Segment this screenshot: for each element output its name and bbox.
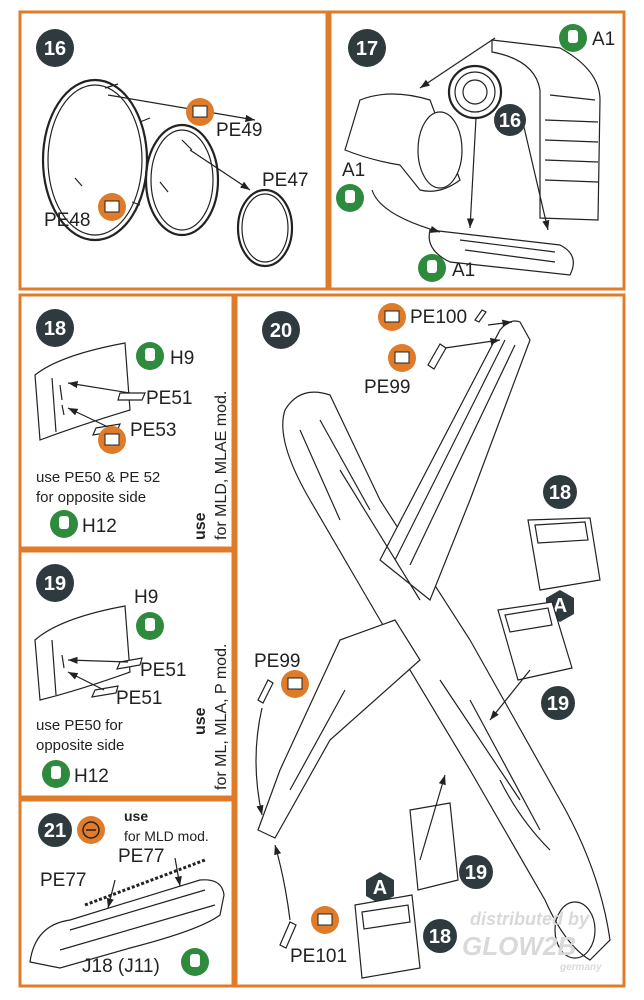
step-20-panel: 20 PE1 [254, 303, 611, 979]
part-label-pe49: PE49 [216, 120, 262, 141]
step-18-panel: 18 H9 PE51 PE53 use PE50 & PE 52 for opp… [34, 309, 230, 540]
variant-use-text: for MLD, MLAE mod. [213, 391, 230, 540]
use-word: use [192, 512, 209, 540]
svg-text:18: 18 [44, 318, 66, 340]
use-word: use [124, 808, 148, 824]
step-18-badge: 18 [36, 309, 74, 347]
step-16-panel: 16 PE49 PE47 [36, 29, 308, 268]
photo-etch-part-icon [311, 906, 339, 934]
step-18-reference-badge: 18 [423, 919, 457, 953]
part-label-pe100: PE100 [410, 307, 467, 328]
access-panel-part [34, 342, 131, 441]
photo-etch-part-icon [98, 426, 126, 454]
paint-color-icon [559, 24, 587, 52]
svg-text:GLOW2B: GLOW2B [462, 931, 576, 961]
photo-etch-part-icon [281, 670, 309, 698]
part-label-pe77-second: PE77 [40, 870, 86, 891]
part-label-pe51-second: PE51 [116, 688, 162, 709]
part-label-pe47: PE47 [262, 170, 308, 191]
step-17-badge: 17 [348, 29, 386, 67]
svg-text:16: 16 [499, 110, 521, 132]
svg-text:18: 18 [549, 482, 571, 504]
step-18-reference-badge: 18 [543, 475, 577, 509]
paint-label-h12: H12 [82, 516, 117, 537]
svg-text:A: A [373, 877, 387, 899]
aircraft-fuselage-drawing [257, 320, 611, 961]
svg-text:21: 21 [44, 820, 66, 842]
part-label-pe77: PE77 [118, 846, 164, 867]
svg-text:16: 16 [44, 38, 66, 60]
step-21-panel: 21 use for MLD mod. PE77 PE77 J18 (J11) [29, 808, 225, 977]
note-line-2: opposite side [36, 737, 124, 754]
photo-etch-part-icon [186, 98, 214, 126]
upper-shell-part [491, 39, 601, 221]
small-ring-part [236, 188, 294, 268]
middle-ring-part [144, 123, 220, 237]
step-19-reference-badge: 19 [541, 686, 575, 720]
paint-color-icon [136, 342, 164, 370]
paint-color-icon [418, 254, 446, 282]
step-20-badge: 20 [262, 311, 300, 349]
photo-etch-part-icon [378, 303, 406, 331]
paint-color-icon [42, 760, 70, 788]
grille-disc-part [447, 64, 503, 120]
intake-cylinder-part [344, 93, 463, 192]
variant-use-text: for ML, MLA, P mod. [213, 644, 230, 790]
paint-color-icon [50, 510, 78, 538]
svg-text:A: A [553, 595, 567, 617]
svg-text:germany: germany [559, 962, 602, 973]
paint-color-icon [136, 612, 164, 640]
large-ring-part [41, 78, 151, 242]
variant-use-text: for MLD mod. [124, 828, 209, 844]
step-17-panel: 17 [336, 24, 615, 282]
canopy-rail-part [29, 879, 225, 969]
part-label-pe48: PE48 [44, 210, 90, 231]
note-line-1: use PE50 for [36, 717, 123, 734]
panel-frames [18, 10, 626, 988]
paint-color-icon [336, 184, 364, 212]
svg-text:18: 18 [429, 926, 451, 948]
svg-text:distributed by: distributed by [470, 909, 590, 929]
variant-marker-icon: A [366, 872, 394, 904]
step-16-reference-badge: 16 [494, 104, 526, 136]
part-label-pe53: PE53 [130, 420, 176, 441]
distributor-watermark: distributed by GLOW2B germany [462, 909, 602, 973]
note-line-1: use PE50 & PE 52 [36, 469, 160, 486]
part-label-pe101: PE101 [290, 946, 347, 967]
paint-label-h9: H9 [170, 348, 194, 369]
paint-label-a1-left: A1 [342, 160, 365, 181]
part-label-pe99: PE99 [364, 377, 410, 398]
paint-label-j18: J18 (J11) [82, 956, 160, 977]
part-label-pe51: PE51 [140, 660, 186, 681]
paint-color-icon [181, 948, 209, 976]
part-label-pe51: PE51 [146, 388, 192, 409]
optional-part-icon [77, 816, 105, 844]
note-line-2: for opposite side [36, 489, 146, 506]
paint-label-a1-top: A1 [592, 29, 615, 50]
use-word: use [192, 707, 209, 735]
svg-text:19: 19 [44, 573, 66, 595]
step-21-badge: 21 [38, 813, 72, 847]
paint-label-h9: H9 [134, 587, 158, 608]
step-19-reference-badge: 19 [459, 855, 493, 889]
step-19-panel: 19 H9 PE51 PE51 use PE50 for opposite si… [34, 564, 230, 790]
svg-text:19: 19 [465, 862, 487, 884]
photo-etch-part-icon [388, 344, 416, 372]
step-19-badge: 19 [36, 564, 74, 602]
access-panel-part [34, 605, 131, 701]
svg-text:17: 17 [356, 38, 378, 60]
paint-label-a1-bottom: A1 [452, 260, 475, 281]
svg-text:19: 19 [547, 693, 569, 715]
svg-text:20: 20 [270, 320, 292, 342]
lower-trough-part [428, 229, 574, 276]
photo-etch-part-icon [98, 193, 126, 221]
part-label-pe99-left: PE99 [254, 651, 300, 672]
step-16-badge: 16 [36, 29, 74, 67]
paint-label-h12: H12 [74, 766, 109, 787]
